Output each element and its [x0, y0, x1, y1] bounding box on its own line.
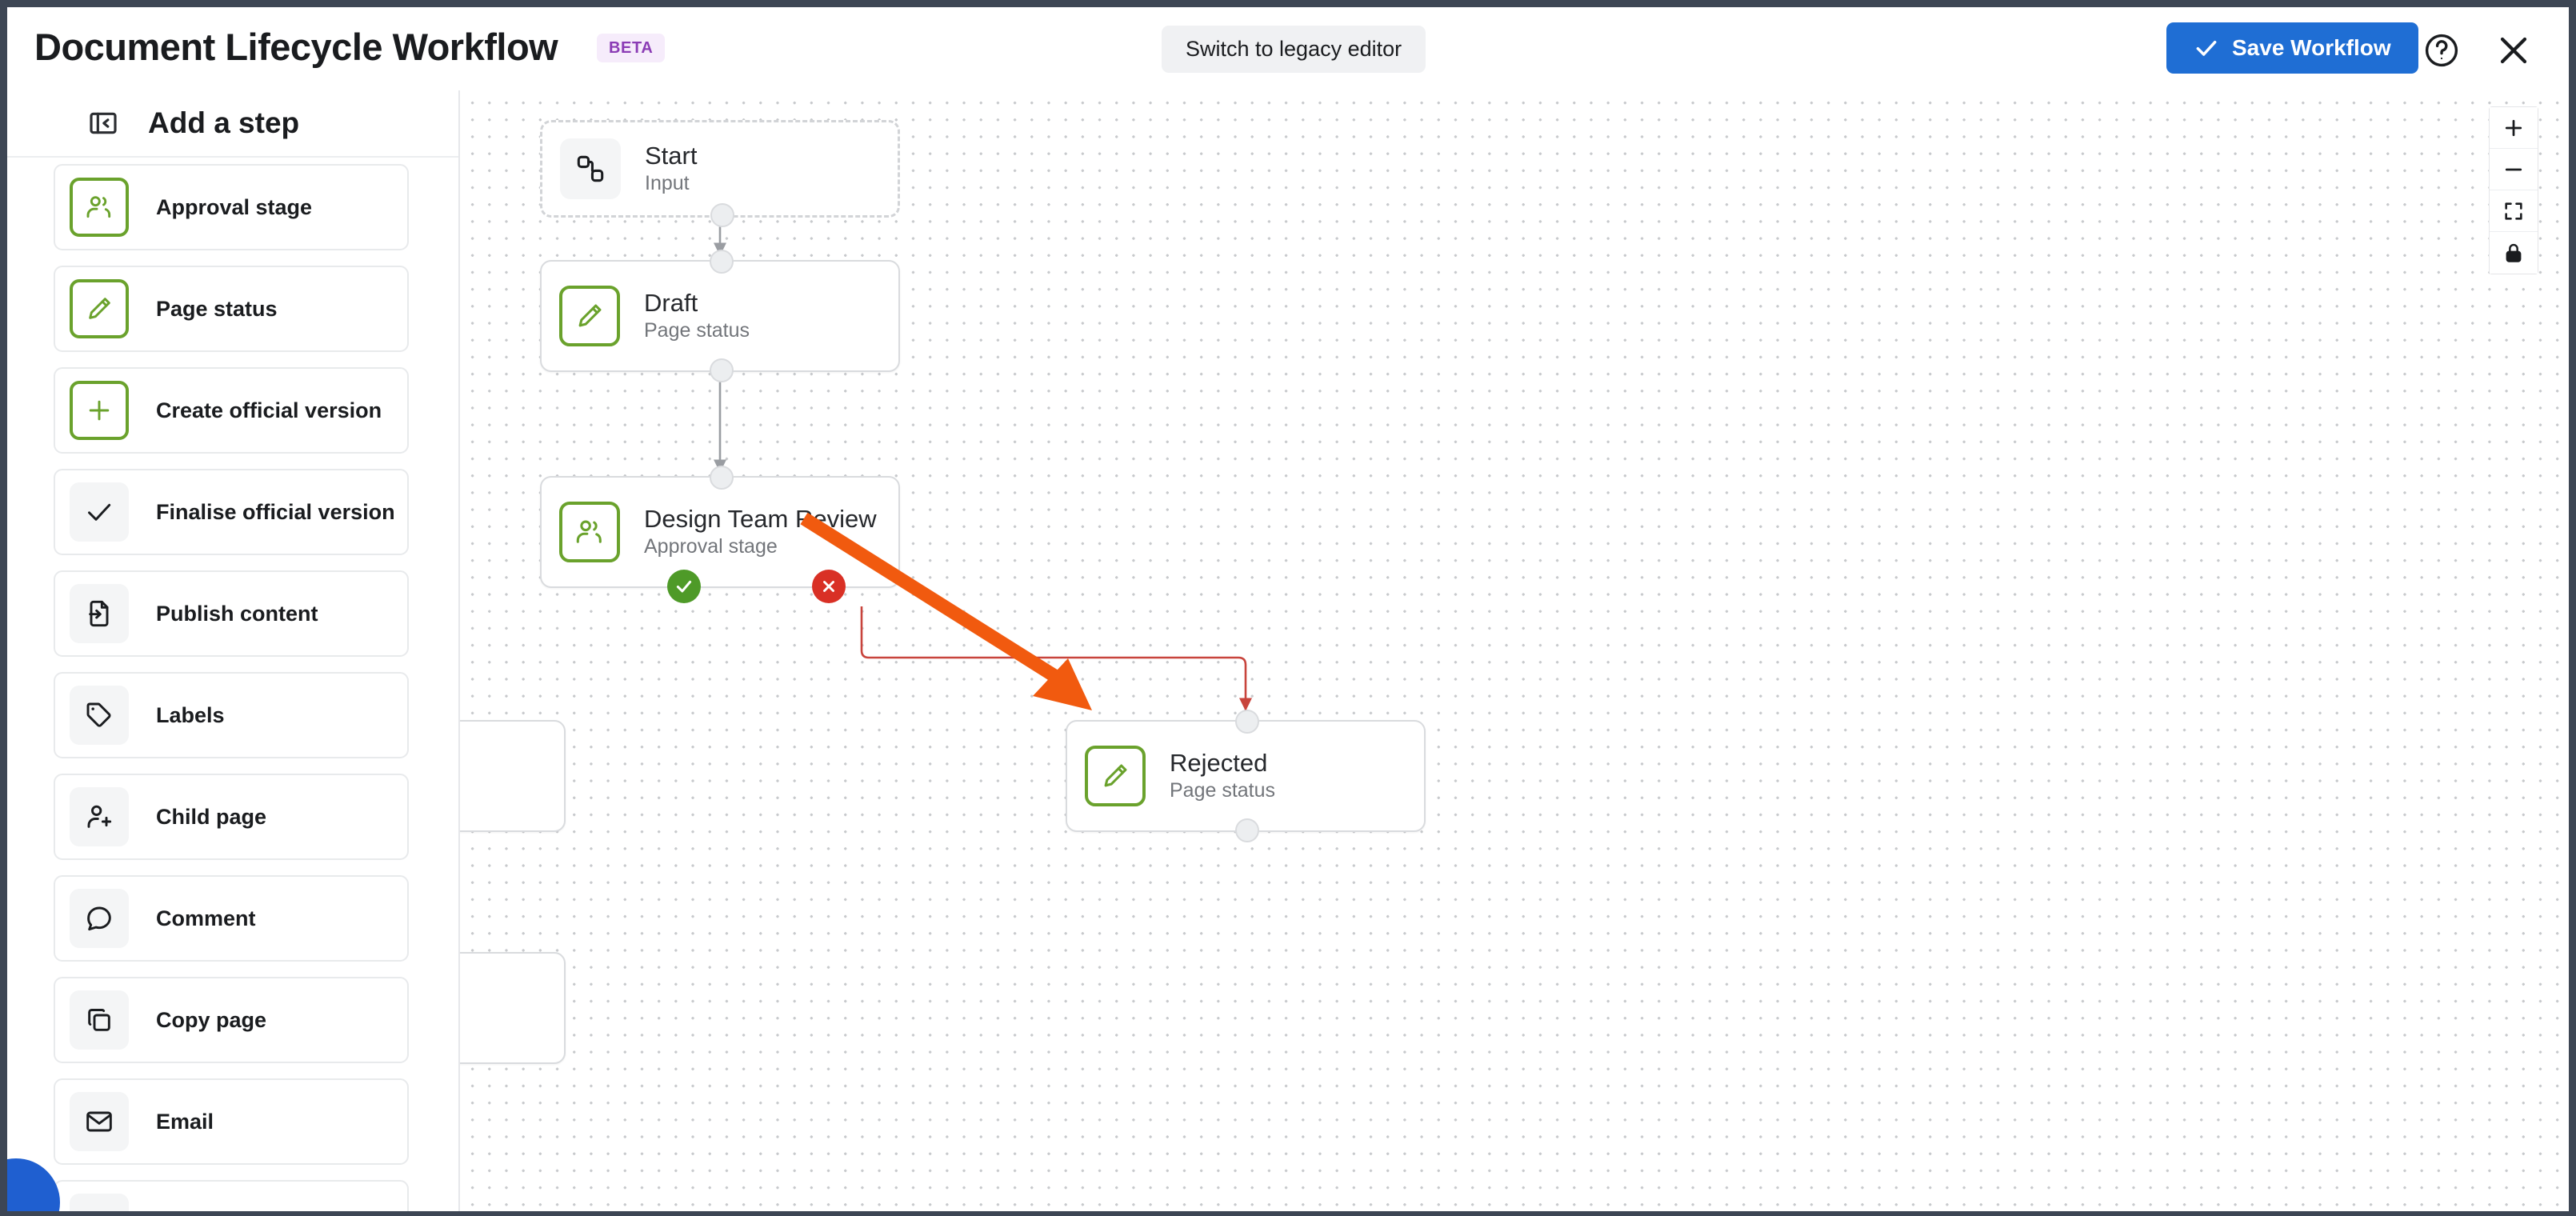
close-icon[interactable]: [2491, 28, 2536, 73]
tag-icon: [70, 686, 129, 745]
zoom-in-control[interactable]: [2490, 107, 2538, 149]
sidebar-step-label: Email: [156, 1109, 214, 1134]
sidebar-step-comment[interactable]: Comment: [54, 875, 409, 962]
edge-layer: [713, 218, 1253, 711]
sidebar-step-label: Finalise official version: [156, 499, 395, 524]
edge-review-reject-to-rejected[interactable]: [860, 606, 1253, 711]
users-icon: [559, 502, 620, 562]
app-header: Document Lifecycle Workflow BETA Switch …: [7, 7, 2569, 90]
partial-icon: [70, 1194, 129, 1211]
check-icon: [70, 482, 129, 542]
sidebar-step-labels[interactable]: Labels: [54, 672, 409, 758]
save-workflow-button[interactable]: Save Workflow: [2166, 22, 2418, 74]
help-circle-icon[interactable]: [2419, 28, 2464, 73]
sidebar-step-label: Page status: [156, 296, 278, 321]
users-icon: [70, 178, 129, 237]
node-handle-top[interactable]: [710, 466, 734, 490]
sidebar-step-email[interactable]: Email: [54, 1078, 409, 1165]
zoom-out-control[interactable]: [2490, 149, 2538, 190]
sidebar-step-partial[interactable]: [54, 1180, 409, 1211]
sidebar-step-label: Create official version: [156, 398, 382, 422]
copy-icon: [70, 990, 129, 1050]
check-icon: [2194, 35, 2219, 61]
pencil-icon: [1085, 746, 1146, 806]
sidebar-step-label: Child page: [156, 804, 267, 829]
lock-control[interactable]: [2490, 232, 2538, 274]
sidebar-step-label: Labels: [156, 702, 225, 727]
workflow-node-published[interactable]: PublishedPage status: [460, 952, 566, 1064]
sidebar-title: Add a step: [148, 106, 300, 139]
beta-badge: BETA: [597, 34, 666, 62]
sidebar-step-finalise-official-version[interactable]: Finalise official version: [54, 469, 409, 555]
pencil-icon: [70, 279, 129, 338]
workflow-editor-window: Document Lifecycle Workflow BETA Switch …: [7, 7, 2569, 1211]
node-title: Start: [645, 142, 698, 170]
file-export-icon: [70, 584, 129, 643]
node-subtitle: Page status: [1170, 779, 1276, 802]
save-workflow-label: Save Workflow: [2232, 35, 2391, 60]
node-title: Rejected: [1170, 749, 1268, 778]
envelope-icon: [70, 1092, 129, 1151]
sidebar-step-label: Copy page: [156, 1007, 267, 1032]
node-handle-bottom[interactable]: [710, 203, 734, 227]
node-title: Design Team Review: [644, 505, 877, 534]
sidebar-step-label: Publish content: [156, 601, 318, 626]
workflow-node-approved[interactable]: ApprovedPage status: [460, 720, 566, 832]
panel-collapse-icon[interactable]: [84, 104, 122, 142]
user-plus-icon: [70, 787, 129, 846]
sidebar-step-label: Approval stage: [156, 194, 313, 219]
plus-icon: [70, 381, 129, 440]
sidebar-step-publish-content[interactable]: Publish content: [54, 570, 409, 657]
sidebar-step-copy-page[interactable]: Copy page: [54, 977, 409, 1063]
sidebar-step-label: Comment: [156, 906, 256, 930]
comment-icon: [70, 889, 129, 948]
node-subtitle: Approval stage: [644, 535, 778, 558]
node-handle-top[interactable]: [710, 250, 734, 274]
node-handle-bottom[interactable]: [1235, 818, 1259, 842]
sidebar-step-approval-stage[interactable]: Approval stage: [54, 164, 409, 250]
switch-to-legacy-editor-button[interactable]: Switch to legacy editor: [1162, 26, 1426, 73]
node-title: Draft: [644, 289, 698, 318]
sidebar-header: Add a step: [7, 90, 458, 158]
canvas-zoom-controls: [2489, 106, 2538, 274]
sidebar-step-child-page[interactable]: Child page: [54, 774, 409, 860]
sidebar-step-create-official-version[interactable]: Create official version: [54, 367, 409, 454]
fit-view-control[interactable]: [2490, 190, 2538, 232]
reject-branch-badge[interactable]: [812, 570, 846, 603]
node-subtitle: Input: [645, 172, 690, 195]
page-title: Document Lifecycle Workflow: [34, 26, 558, 68]
node-handle-bottom[interactable]: [710, 358, 734, 382]
sidebar-step-page-status[interactable]: Page status: [54, 266, 409, 352]
node-handle-top[interactable]: [1235, 710, 1259, 734]
pencil-icon: [559, 286, 620, 346]
node-subtitle: Page status: [644, 319, 750, 342]
approve-branch-badge[interactable]: [667, 570, 701, 603]
workflow-start-icon: [560, 138, 621, 199]
